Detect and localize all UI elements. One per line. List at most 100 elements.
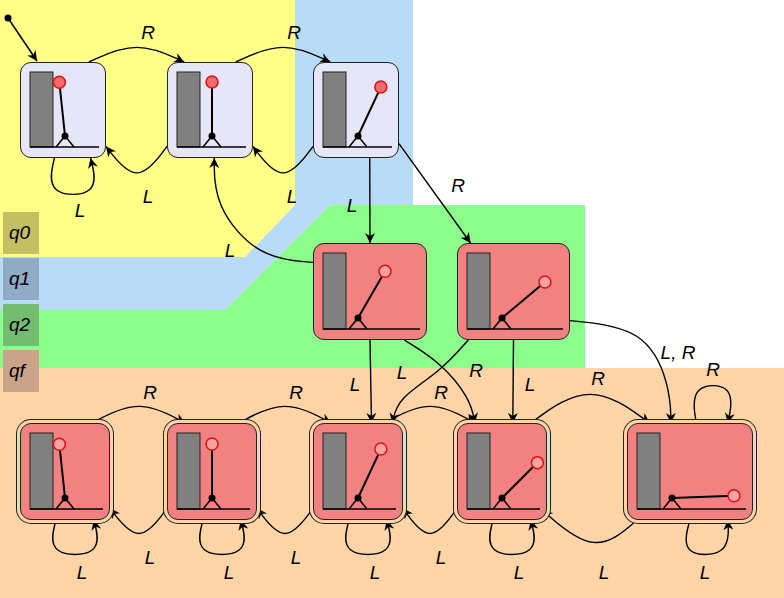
pendulum-illustration: [21, 63, 105, 157]
transition-arrow: [257, 508, 313, 533]
transition-label: L: [224, 563, 235, 582]
state-box: [20, 62, 106, 158]
wall: [30, 433, 53, 509]
pivot: [355, 495, 362, 502]
pendulum-bob: [375, 443, 387, 455]
transition-label: L: [436, 548, 447, 567]
transition-arrow: [214, 158, 313, 262]
state-name: qf: [9, 360, 25, 382]
transition-label: L: [599, 563, 610, 582]
pendulum-bob: [206, 76, 218, 88]
pendulum-illustration: [628, 424, 752, 519]
state-name: q0: [9, 222, 30, 244]
transition-label: L: [347, 196, 358, 215]
transition-label: R: [289, 383, 303, 402]
pendulum-illustration: [21, 424, 109, 519]
state-box: [313, 423, 403, 520]
state-box: [627, 423, 753, 520]
transition-arrow: [253, 146, 313, 172]
transition-arrow: [346, 520, 391, 555]
pendulum-rod: [211, 82, 213, 136]
state-swatch: q1: [3, 258, 39, 300]
wall: [637, 433, 660, 509]
pendulum-illustration: [168, 63, 252, 157]
transition-label: R: [451, 176, 465, 195]
pendulum-illustration: [314, 244, 426, 339]
transition-label: R: [469, 361, 483, 380]
ground-line: [467, 328, 563, 330]
transition-arrow: [51, 158, 94, 194]
pendulum-illustration: [458, 244, 569, 339]
transition-label: L: [370, 563, 381, 582]
transition-label: L: [525, 375, 536, 394]
pendulum-rod: [358, 271, 385, 318]
transition-label: R: [591, 369, 605, 388]
transition-arrow: [399, 144, 471, 243]
state-swatch: q0: [3, 212, 39, 254]
transition-arrow: [490, 520, 535, 555]
transition-arrow: [370, 340, 372, 423]
state-box: [167, 62, 253, 158]
transition-label: L: [291, 548, 302, 567]
transition-label: L: [514, 563, 525, 582]
pendulum-bob: [375, 81, 387, 93]
pendulum-illustration: [458, 424, 546, 519]
transition-arrow: [512, 340, 514, 423]
pivot: [499, 315, 506, 322]
transition-label: L: [350, 375, 361, 394]
pendulum-illustration: [314, 63, 398, 157]
transition-label: L: [143, 187, 154, 206]
transition-arrow: [92, 406, 185, 423]
transition-arrow: [200, 520, 245, 555]
pendulum-bob: [539, 276, 551, 288]
transition-label: L: [397, 363, 408, 382]
transition-arrow: [53, 520, 98, 555]
transition-arrow: [543, 510, 638, 542]
ground-line: [323, 328, 420, 330]
region-q2: [0, 205, 585, 368]
transition-label: R: [434, 383, 448, 402]
region-qf: [0, 368, 784, 598]
wall: [323, 72, 346, 147]
transition-arrow: [385, 406, 475, 423]
transition-label: L: [145, 548, 156, 567]
pendulum-bob: [531, 457, 543, 469]
state-box: [457, 243, 570, 340]
pivot: [62, 495, 69, 502]
transition-label: R: [706, 360, 720, 379]
transition-label: L: [75, 201, 86, 220]
transition-arrow: [392, 340, 468, 423]
wall: [323, 433, 346, 509]
state-swatch: q2: [3, 304, 39, 346]
ground-line: [467, 508, 540, 510]
wall: [177, 72, 200, 147]
region-q0: [0, 0, 295, 257]
transition-arrow: [106, 146, 167, 172]
state-box: [167, 423, 257, 520]
ground-line: [637, 508, 746, 510]
transition-arrow: [110, 508, 167, 533]
state-name: q2: [9, 314, 30, 336]
transition-arrow: [239, 406, 331, 423]
pendulum-bob: [728, 490, 740, 502]
pendulum-bob: [206, 438, 218, 450]
pivot: [209, 495, 216, 502]
pendulum-bob: [53, 438, 65, 450]
transition-label: L: [77, 563, 88, 582]
pendulum-rod: [59, 82, 65, 136]
pivot: [355, 315, 362, 322]
transition-label: R: [143, 383, 157, 402]
transition-arrow: [404, 340, 475, 423]
wall: [323, 253, 346, 329]
pivot: [62, 133, 69, 140]
pivot: [355, 133, 362, 140]
pivot: [669, 495, 676, 502]
transition-label: L, R: [661, 343, 696, 362]
state-box: [313, 243, 427, 340]
transition-arrow: [694, 386, 731, 423]
pendulum-illustration: [314, 424, 402, 519]
pivot: [499, 495, 506, 502]
transition-arrow: [369, 158, 371, 243]
ground-line: [177, 508, 250, 510]
pendulum-rod: [502, 463, 537, 498]
